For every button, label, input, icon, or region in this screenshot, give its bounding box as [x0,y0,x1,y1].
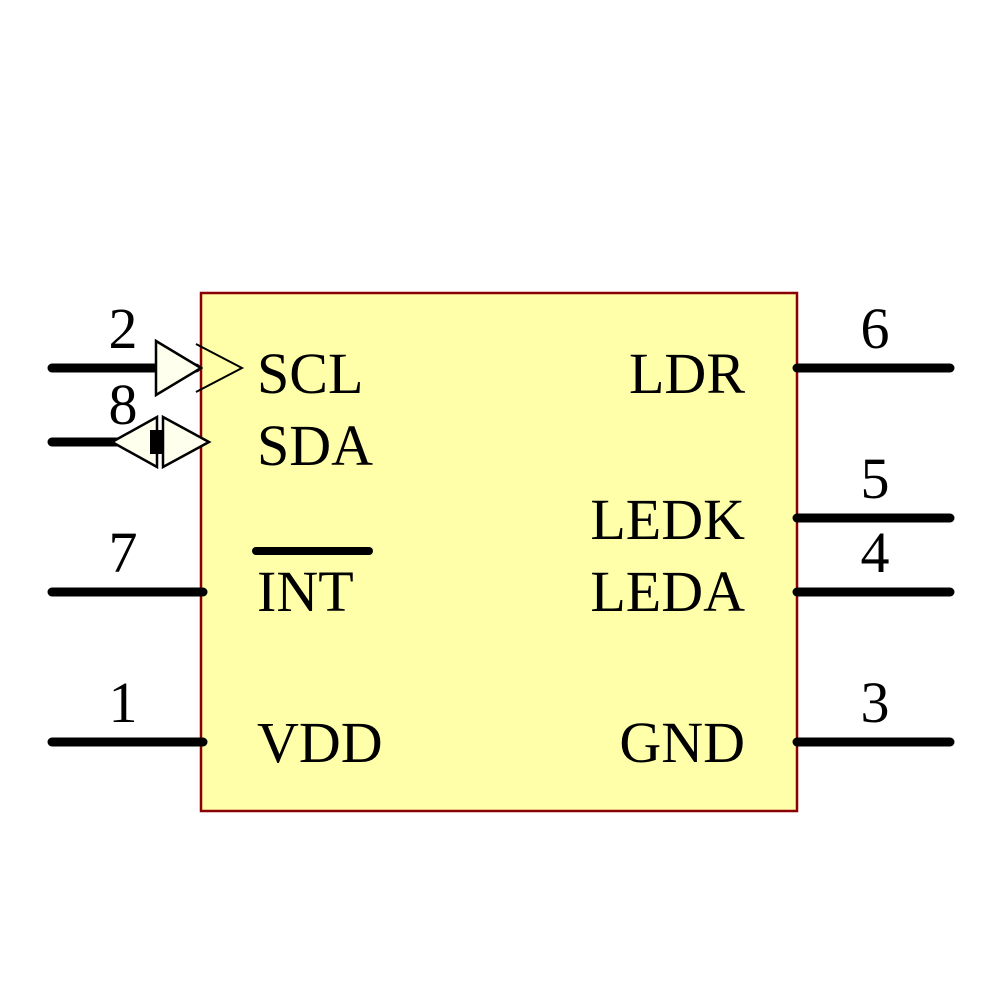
pin-label-gnd: GND [619,710,745,775]
input-chevron-icon [195,343,245,393]
pin-number-7: 7 [109,520,138,585]
pin-number-1: 1 [109,670,138,735]
pin-label-scl: SCL [257,341,363,406]
bidirectional-arrow-bar [150,430,164,454]
pin-group-left-3[interactable]: 1 VDD [47,670,383,775]
pin-group-right-3[interactable]: 3 GND [619,670,955,775]
bidirectional-arrow-right-icon [161,414,212,470]
pin-group-left-1[interactable]: 8 SDA [47,372,373,478]
pin-number-2: 2 [109,296,138,361]
pin-label-leda: LEDA [590,559,745,624]
pin-label-ledk: LEDK [590,487,745,552]
pin-number-8: 8 [109,372,138,437]
pin-label-int: INT [257,559,354,624]
input-arrow-icon [154,338,204,398]
pin-group-left-0[interactable]: 2 SCL [47,296,363,406]
pin-group-right-0[interactable]: 6 LDR [629,296,955,406]
pin-label-ldr: LDR [629,341,745,406]
pin-number-3: 3 [861,670,890,735]
pin-group-left-2[interactable]: 7 INT [47,520,373,624]
pin-group-right-2[interactable]: 4 LEDA [590,520,955,624]
pin-number-6: 6 [861,296,890,361]
pin-label-sda: SDA [257,413,373,478]
pin-group-right-1[interactable]: 5 LEDK [590,446,955,552]
pin-label-vdd: VDD [257,710,383,775]
pin-number-4: 4 [861,520,890,585]
pin-number-5: 5 [861,446,890,511]
